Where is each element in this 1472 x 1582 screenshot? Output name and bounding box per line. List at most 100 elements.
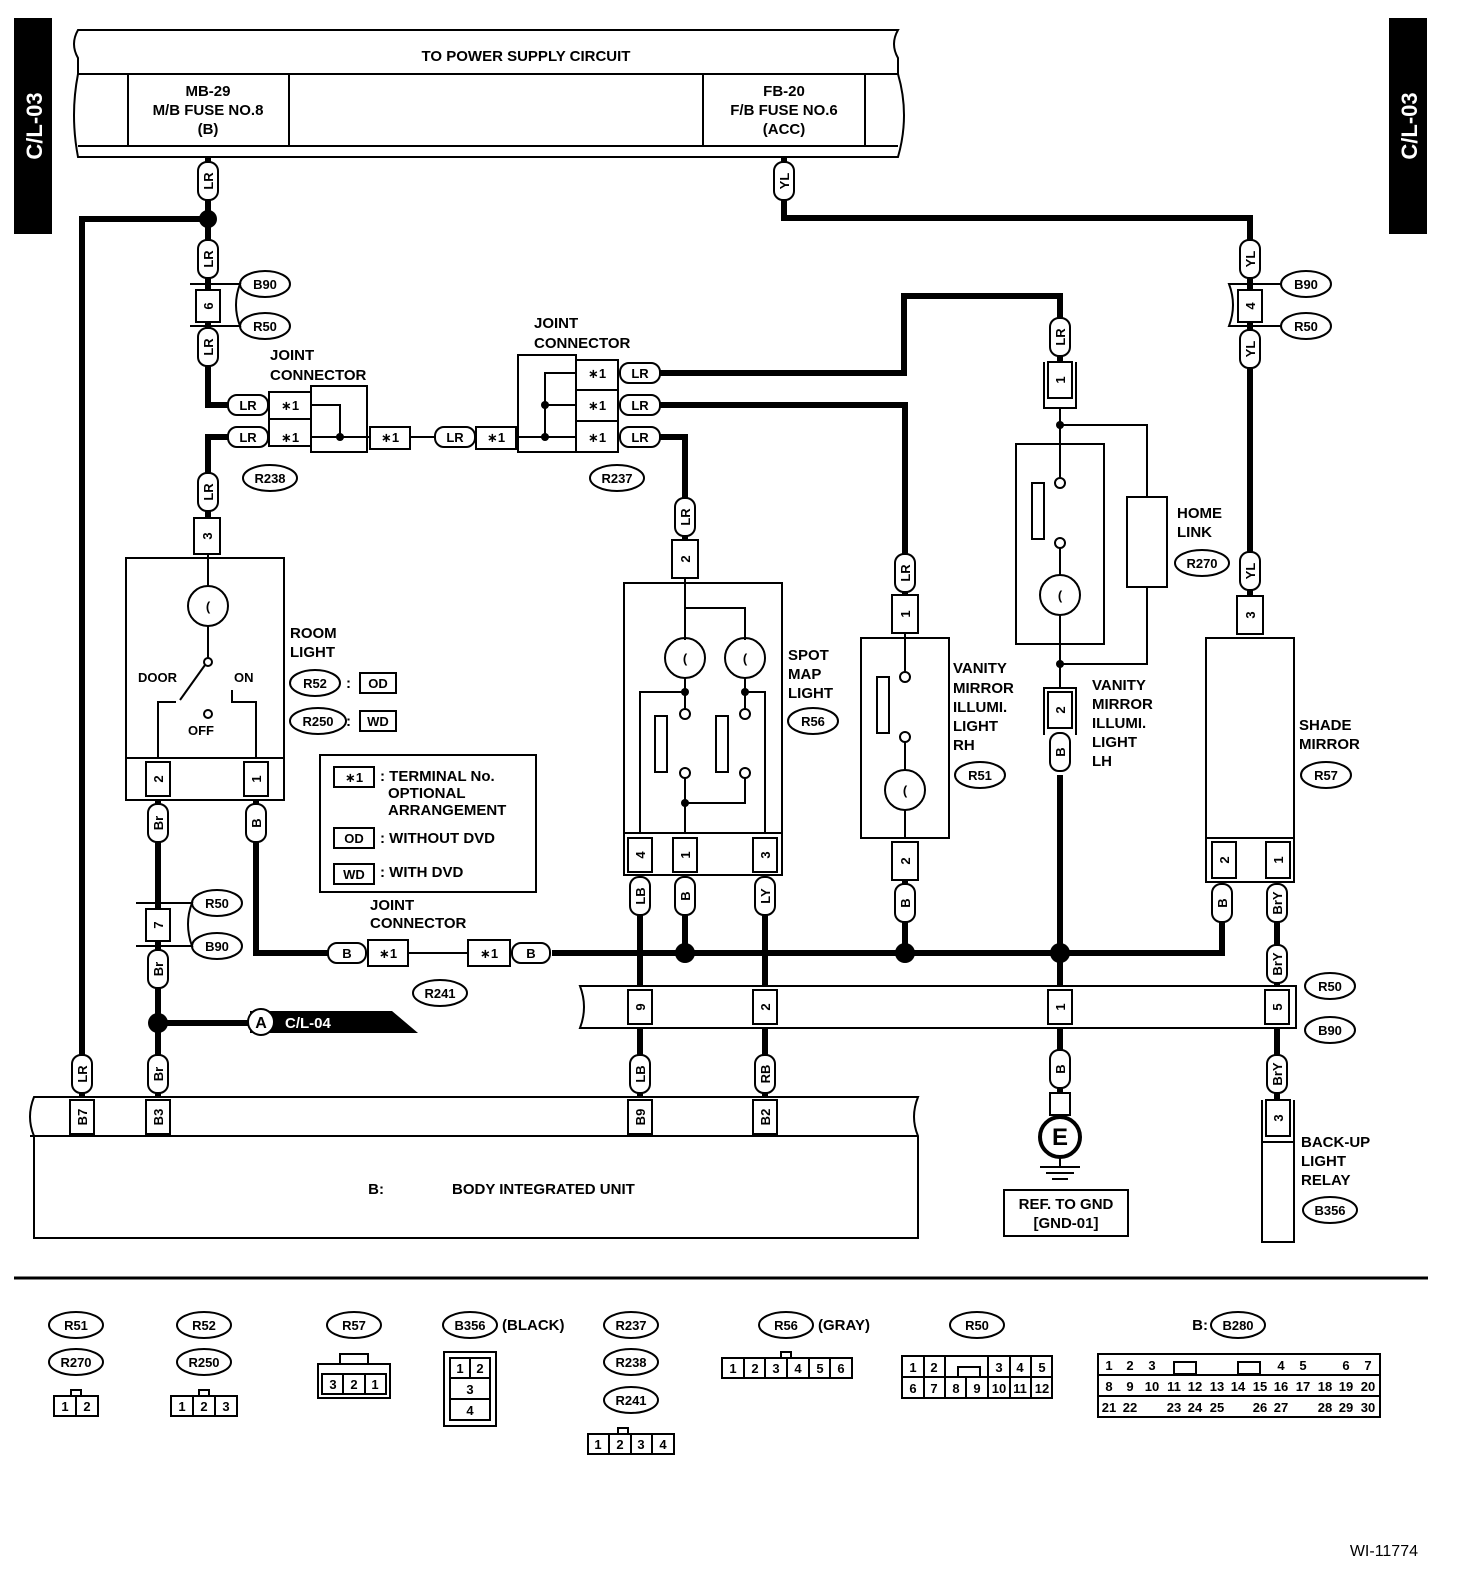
- svg-text:R237: R237: [601, 471, 632, 486]
- body-integrated-unit[interactable]: B7 B3 B9 B2 B: BODY INTEGRATED UNIT: [29, 1096, 920, 1239]
- svg-text:B90: B90: [1318, 1023, 1342, 1038]
- connector-id[interactable]: B90: [1280, 270, 1332, 298]
- connector-view-r237[interactable]: R237 R238 R241 1 2 3 4: [587, 1311, 675, 1455]
- wire-label: BrY: [1266, 1054, 1288, 1094]
- side-tag-left[interactable]: C/L-03: [14, 18, 52, 234]
- svg-text:YL: YL: [777, 173, 792, 190]
- svg-text:3: 3: [222, 1399, 229, 1414]
- connector-id[interactable]: B90: [239, 270, 291, 298]
- room-light-title: ROOM: [290, 625, 337, 642]
- svg-text:R270: R270: [1186, 556, 1217, 571]
- svg-text:1: 1: [456, 1361, 463, 1376]
- room-light[interactable]: 3 ( DOOR ON OFF 2 1 ROOM LIGHT : OD : WD: [125, 517, 397, 801]
- wire-label: LB: [629, 876, 651, 916]
- svg-text:6: 6: [201, 302, 216, 309]
- wire-b-room: [253, 800, 328, 956]
- svg-text:14: 14: [1231, 1379, 1246, 1394]
- svg-text:6: 6: [909, 1381, 916, 1396]
- ground[interactable]: E REF. TO GND [GND-01]: [1003, 1092, 1129, 1237]
- svg-text:R57: R57: [1314, 768, 1338, 783]
- connector-id[interactable]: R51: [954, 761, 1006, 789]
- connector-id[interactable]: R270: [1174, 549, 1230, 577]
- spot-map-light[interactable]: 2 ( ( 4 1 3 SPOT MAP LIGHT: [623, 539, 833, 876]
- svg-text:∗1: ∗1: [281, 398, 299, 413]
- connector-view-r50[interactable]: R50 1 2 3 4 5 6 7 8 9 10 11 12: [901, 1311, 1053, 1399]
- connector-id[interactable]: B356: [1302, 1196, 1358, 1224]
- connector-id[interactable]: R241: [412, 979, 468, 1007]
- wire-label: B: [245, 803, 267, 843]
- svg-text:28: 28: [1318, 1400, 1332, 1415]
- connector-view-b356[interactable]: B356 (BLACK) 1 2 3 4: [442, 1311, 564, 1427]
- wire-label: B: [1049, 1049, 1071, 1089]
- connector-id[interactable]: R56: [787, 707, 839, 735]
- connector-id[interactable]: R50: [1280, 312, 1332, 340]
- cl04-link[interactable]: A C/L-04: [247, 1008, 418, 1036]
- svg-text:23: 23: [1167, 1400, 1181, 1415]
- svg-text:B: B: [526, 946, 535, 961]
- svg-text:BrY: BrY: [1270, 891, 1285, 914]
- junction-dot: [199, 210, 217, 228]
- backup-light-relay[interactable]: 3 BACK-UP LIGHT RELAY: [1261, 1099, 1370, 1243]
- svg-text:B90: B90: [205, 939, 229, 954]
- wire-label: LR: [197, 327, 219, 367]
- connector-id[interactable]: R57: [1300, 761, 1352, 789]
- svg-text:∗1: ∗1: [588, 366, 606, 381]
- svg-text:LB: LB: [633, 1065, 648, 1082]
- power-supply-title: TO POWER SUPPLY CIRCUIT: [422, 48, 631, 65]
- shade-mirror-title: SHADE: [1299, 717, 1352, 734]
- svg-text:RELAY: RELAY: [1301, 1172, 1350, 1189]
- wire-label: B: [894, 883, 916, 923]
- connector-id[interactable]: R237: [589, 464, 645, 492]
- svg-text:2: 2: [678, 555, 693, 562]
- connector-id[interactable]: B90: [1304, 1016, 1356, 1044]
- svg-text:R270: R270: [60, 1355, 91, 1370]
- connector-id[interactable]: B90: [191, 932, 243, 960]
- svg-text:2: 2: [898, 857, 913, 864]
- svg-text:29: 29: [1339, 1400, 1353, 1415]
- connector-id[interactable]: R250: [289, 707, 347, 735]
- svg-text:6: 6: [837, 1361, 844, 1376]
- svg-text:1: 1: [1053, 376, 1068, 383]
- svg-text:1: 1: [1053, 1003, 1068, 1010]
- connector-id[interactable]: R50: [1304, 972, 1356, 1000]
- figure-id: WI-11774: [1350, 1543, 1418, 1560]
- svg-text:3: 3: [1148, 1358, 1155, 1373]
- connector-id[interactable]: R50: [191, 889, 243, 917]
- connector-view-r51[interactable]: R51 R270 1 2: [48, 1311, 104, 1417]
- shade-mirror[interactable]: 3 2 1 SHADE MIRROR: [1205, 595, 1360, 883]
- connector-id[interactable]: R52: [289, 669, 341, 697]
- connector-id[interactable]: R238: [242, 464, 298, 492]
- connector-view-r56[interactable]: R56 (GRAY) 1 2 3 4 5 6: [721, 1311, 870, 1379]
- wire-label: Br: [147, 1054, 169, 1094]
- svg-text:2: 2: [616, 1437, 623, 1452]
- fuse-fb-line3: (ACC): [763, 121, 806, 138]
- svg-text:R56: R56: [774, 1318, 798, 1333]
- legend: ∗1 : TERMINAL No. OPTIONAL ARRANGEMENT O…: [319, 754, 537, 893]
- svg-text:B: B: [1053, 1064, 1068, 1073]
- side-tag-right[interactable]: C/L-03: [1389, 18, 1427, 234]
- joint-connectors: LR LR ∗1 ∗1 ∗1 LR ∗1 ∗1 ∗1 ∗1 LR LR LR B: [227, 354, 661, 967]
- svg-text:WD: WD: [367, 714, 389, 729]
- connector-view-r52[interactable]: R52 R250 1 2 3: [170, 1311, 238, 1417]
- svg-text:OPTIONAL: OPTIONAL: [388, 785, 466, 802]
- svg-text:LB: LB: [633, 887, 648, 904]
- vanity-mirror-rh[interactable]: 1 ( 2 VANITY MIRROR ILLUMI. LIGHT RH: [860, 594, 1014, 881]
- wire-lr-vanity-lh: [660, 293, 1063, 395]
- vanity-mirror-lh[interactable]: 1 ( 2 VANITY MIRROR ILLUMI. LIGHT LH HOM…: [1015, 361, 1222, 770]
- svg-text:9: 9: [973, 1381, 980, 1396]
- connector-id[interactable]: R50: [239, 312, 291, 340]
- connector-view-r57[interactable]: R57 3 2 1: [317, 1311, 391, 1399]
- svg-text:ILLUMI.: ILLUMI.: [1092, 715, 1146, 732]
- svg-text:B: B: [898, 898, 913, 907]
- wire-label: Br: [147, 803, 169, 843]
- connector-view-b280[interactable]: B: B280 1 2 3 4 5 6 7 8 9 10 11 12 13 14…: [1097, 1311, 1381, 1418]
- svg-text:1: 1: [898, 610, 913, 617]
- cl04-marker: A: [255, 1015, 267, 1032]
- wire-label: LR: [197, 472, 219, 512]
- svg-text:2: 2: [930, 1360, 937, 1375]
- svg-text:YL: YL: [1243, 341, 1258, 358]
- svg-text:11: 11: [1013, 1381, 1027, 1396]
- svg-text:YL: YL: [1243, 563, 1258, 580]
- svg-text:: TERMINAL No.: : TERMINAL No.: [380, 768, 495, 785]
